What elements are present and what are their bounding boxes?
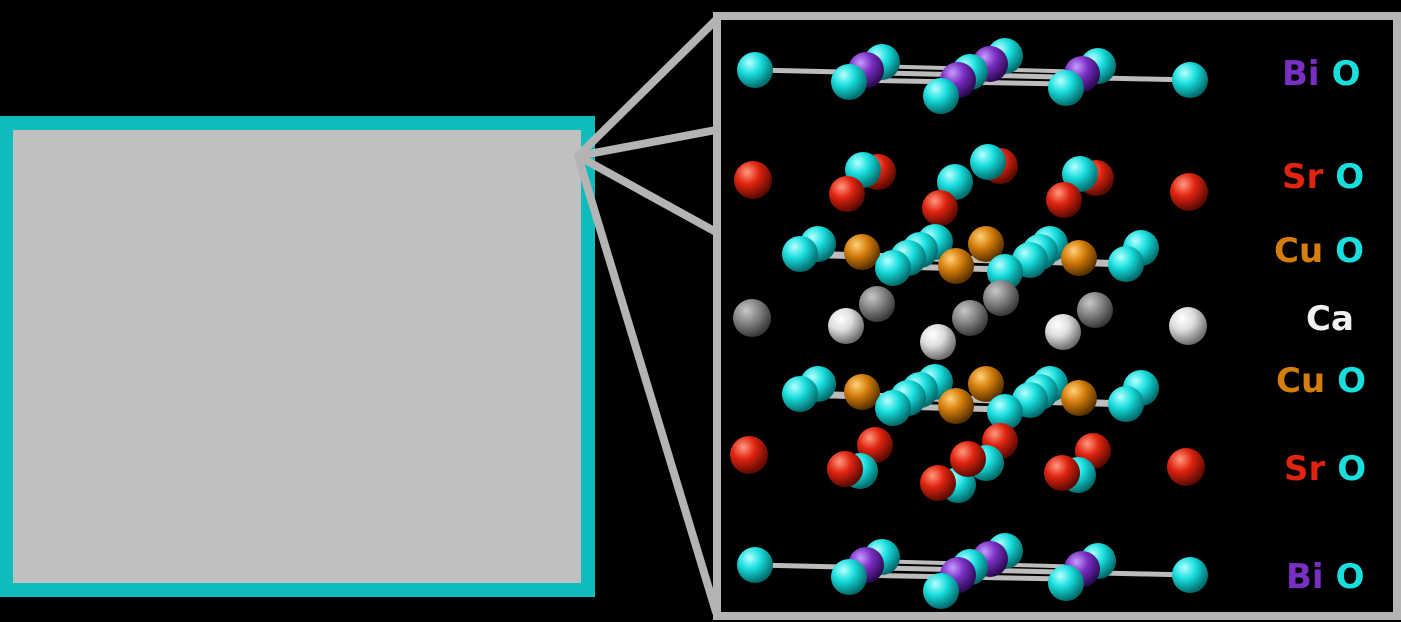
o-atom <box>923 78 959 114</box>
o-atom <box>737 52 773 88</box>
cu-atom <box>844 234 880 270</box>
sr-label: Sr <box>1282 157 1323 197</box>
o-atom <box>737 547 773 583</box>
sr-atom <box>829 176 865 212</box>
o-atom <box>1172 62 1208 98</box>
cadk-atom <box>733 299 771 337</box>
zoom-connector-lines <box>574 16 720 616</box>
sr-label: Sr <box>1284 449 1325 489</box>
sr-atom <box>730 436 768 474</box>
o-atom <box>923 573 959 609</box>
o-atom <box>1108 386 1144 422</box>
cu-label: Cu <box>1274 231 1323 271</box>
layer-label-bio: Bi O <box>1282 54 1360 94</box>
bi-label: Bi <box>1282 54 1320 94</box>
o-label: O <box>1335 231 1364 271</box>
sr-atom <box>922 190 958 226</box>
o-atom <box>875 390 911 426</box>
cadk-atom <box>1077 292 1113 328</box>
o-atom <box>1048 565 1084 601</box>
sr-atom <box>1167 448 1205 486</box>
cadk-atom <box>859 286 895 322</box>
sr-atom <box>827 451 863 487</box>
layer-label-cuo: Cu O <box>1276 361 1366 401</box>
sr-atom <box>1044 455 1080 491</box>
sr-atom <box>950 441 986 477</box>
o-label: O <box>1332 54 1361 94</box>
layer-label-sro: Sr O <box>1284 449 1366 489</box>
bi-label: Bi <box>1286 557 1324 597</box>
sr-atom <box>1046 182 1082 218</box>
ca-atom <box>1169 307 1207 345</box>
crystal-block <box>0 116 595 597</box>
cu-atom <box>968 366 1004 402</box>
o-atom <box>875 250 911 286</box>
cu-atom <box>968 226 1004 262</box>
o-atom <box>970 144 1006 180</box>
ca-atom <box>828 308 864 344</box>
cadk-atom <box>983 280 1019 316</box>
ca-atom <box>920 324 956 360</box>
o-label: O <box>1337 361 1366 401</box>
o-atom <box>1062 156 1098 192</box>
ca-atom <box>1045 314 1081 350</box>
cu-atom <box>1061 380 1097 416</box>
o-atom <box>1108 246 1144 282</box>
layer-label-sro: Sr O <box>1282 157 1364 197</box>
layer-label-ca: Ca <box>1306 299 1354 339</box>
o-atom <box>1172 557 1208 593</box>
cu-atom <box>938 388 974 424</box>
o-atom <box>782 376 818 412</box>
atom-layers <box>730 38 1208 609</box>
sr-atom <box>857 427 893 463</box>
o-label: O <box>1337 449 1366 489</box>
cu-atom <box>938 248 974 284</box>
o-label: O <box>1336 557 1365 597</box>
o-atom <box>782 236 818 272</box>
o-atom <box>831 559 867 595</box>
o-atom <box>831 64 867 100</box>
ca-label: Ca <box>1306 299 1354 339</box>
sr-atom <box>1170 173 1208 211</box>
o-atom <box>937 164 973 200</box>
o-label: O <box>1335 157 1364 197</box>
sr-atom <box>734 161 772 199</box>
o-atom <box>987 394 1023 430</box>
layer-label-bio: Bi O <box>1286 557 1364 597</box>
cadk-atom <box>952 300 988 336</box>
o-atom <box>1048 70 1084 106</box>
sr-atom <box>920 465 956 501</box>
cu-atom <box>844 374 880 410</box>
cu-atom <box>1061 240 1097 276</box>
layer-label-cuo: Cu O <box>1274 231 1364 271</box>
cu-label: Cu <box>1276 361 1325 401</box>
